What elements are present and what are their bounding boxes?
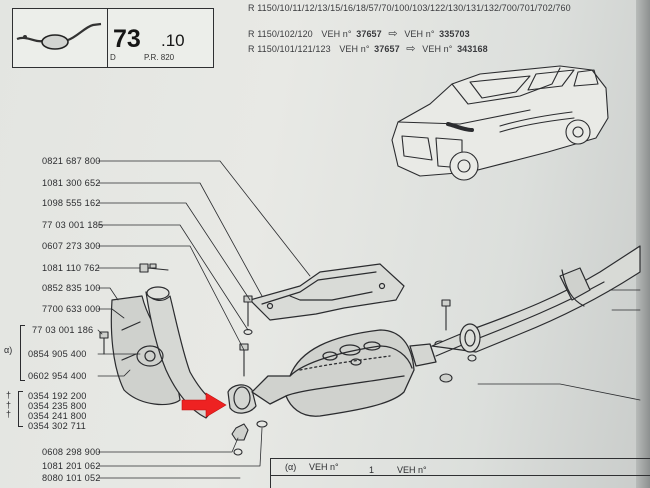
header-code-pr: P.R. 820 (144, 53, 175, 62)
footer-number: 1 (369, 465, 375, 475)
application-line-2: R 1150/102/120 VEH n° 37657 ⇨ VEH n° 335… (248, 27, 470, 40)
part-number: 0607 273 300 (42, 241, 101, 251)
footer-veh-label: VEH n° (397, 465, 427, 475)
part-group-bracket (18, 391, 23, 427)
leader-lines (97, 160, 641, 479)
application-models: R 1150/10/11/12/13/15/16/18/57/70/100/10… (248, 3, 571, 13)
arrow-right-icon: ⇨ (388, 28, 398, 40)
part-number: 1081 110 762 (42, 263, 100, 273)
veh-label: VEH n° (404, 29, 435, 39)
arrow-right-icon: ⇨ (406, 43, 416, 55)
part-number: 0354 235 800 (28, 401, 87, 411)
applicability-table: (α) VEH n° 1 VEH n° (270, 458, 650, 488)
part-number: 0854 905 400 (28, 349, 87, 359)
veh-to: 343168 (457, 44, 488, 54)
silencer (251, 329, 437, 417)
bolt-right (434, 299, 477, 383)
veh-label: VEH n° (339, 44, 370, 54)
part-number: 0608 298 900 (42, 447, 101, 457)
alpha-mark: α) (4, 345, 13, 355)
veh-label: VEH n° (422, 44, 453, 54)
application-line-1: R 1150/10/11/12/13/15/16/18/57/70/100/10… (248, 3, 571, 13)
manifold-pipe (110, 286, 219, 419)
veh-to: 335703 (439, 29, 470, 39)
bolt-small (99, 331, 109, 355)
section-subnumber: .10 (161, 31, 185, 50)
part-number: 8080 101 052 (42, 473, 101, 483)
part-number: 0852 835 100 (42, 283, 101, 293)
dagger-mark: † (6, 400, 12, 410)
header-code-d: D (110, 53, 116, 62)
bolt-vertical-2 (239, 343, 249, 377)
application-models: R 1150/102/120 (248, 29, 313, 39)
part-number: 1081 201 062 (42, 461, 101, 471)
application-models: R 1150/101/121/123 (248, 44, 331, 54)
part-number: 0602 954 400 (28, 371, 87, 381)
heat-shield-plate (249, 263, 405, 321)
dagger-mark: † (6, 390, 12, 400)
footer-alpha: (α) (285, 462, 297, 472)
dagger-mark: † (6, 409, 12, 419)
bolt-left (139, 263, 169, 273)
part-number: 0821 687 800 (42, 156, 101, 166)
section-number: 73 (113, 25, 141, 53)
part-number: 77 03 001 185 (42, 220, 104, 230)
part-number: 0354 241 800 (28, 411, 87, 421)
bolt-vertical-1 (243, 295, 253, 335)
part-number: 77 03 001 186 (32, 325, 94, 335)
rear-pipe (431, 245, 641, 357)
part-number: 0354 302 711 (28, 421, 86, 431)
veh-label: VEH n° (321, 29, 352, 39)
nuts-bottom (231, 420, 268, 456)
footer-veh-label: VEH n° (309, 462, 339, 472)
section-header: 73 .10 D P.R. 820 (12, 8, 214, 68)
car-illustration (391, 65, 609, 181)
exhaust-pipe-icon (16, 22, 102, 50)
exhaust-thumbnail (13, 9, 108, 67)
part-group-bracket (20, 325, 25, 381)
part-number: 1081 300 652 (42, 178, 101, 188)
page-edge (636, 0, 650, 488)
veh-from: 37657 (374, 44, 400, 54)
application-line-3: R 1150/101/121/123 VEH n° 37657 ⇨ VEH n°… (248, 42, 488, 55)
part-number: 0354 192 200 (28, 391, 87, 401)
part-number: 1098 555 162 (42, 198, 101, 208)
part-number: 7700 633 000 (42, 304, 101, 314)
highlight-arrow (181, 392, 227, 418)
footer-divider (271, 475, 650, 476)
veh-from: 37657 (356, 29, 382, 39)
pipe-clamp (227, 384, 257, 414)
